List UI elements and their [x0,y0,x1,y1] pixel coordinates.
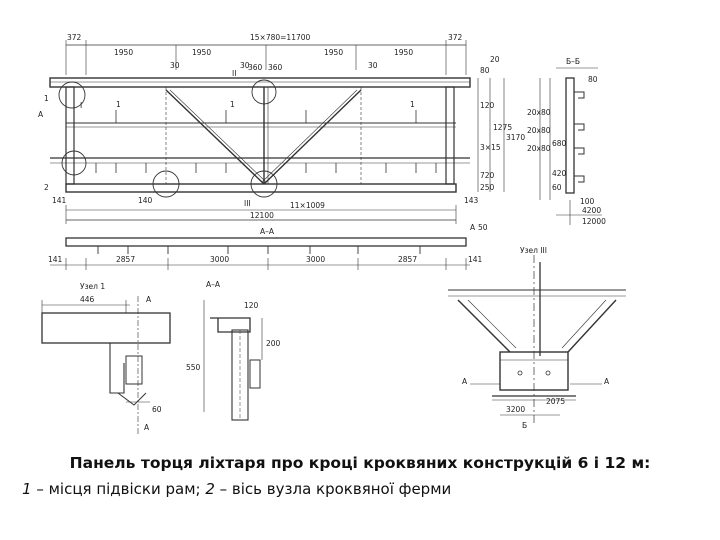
dim-offset-2: 30 [240,61,250,70]
node-3-mark-b: Б [522,421,527,430]
dim-node-2: 360 [268,63,283,72]
mark-2: 2 [44,183,49,192]
side-view-title: Б–Б [566,57,580,66]
dim-top-bay-4: 1950 [394,48,413,57]
node-1-detail [41,296,171,436]
dim-r-7: 20 [490,55,500,64]
section-dim-1: 141 [48,255,63,264]
dim-r-5: 3170 [506,133,525,142]
dim-offset-1: 30 [170,61,180,70]
side-dim-2: 20x80 [527,108,551,117]
node-1-dim-2: 60 [152,405,162,414]
dim-bottom-right: 143 [464,196,479,205]
section-a-a-labels: A–A 141 2857 3000 3000 2857 141 [48,227,483,264]
dim-bottom-overall: 12100 [250,211,274,220]
section-a-a-title: A–A [260,227,275,236]
side-dim-9: 4200 [582,206,601,215]
main-elevation [49,40,505,224]
node-2-detail [203,300,263,421]
mark-1c: 1 [230,100,235,109]
dim-r-2: 120 [480,101,495,110]
mark-node-3: III [244,199,251,208]
dim-top-overall: 15×780=11700 [250,33,311,42]
section-dim-4: 3000 [306,255,325,264]
legend-number-2: 2 [205,480,215,498]
node-1-mark-a1: A [146,295,152,304]
node-3-mark-a2: A [604,377,610,386]
section-dim-3: 3000 [210,255,229,264]
node-1-title: Узел 1 [80,282,105,291]
side-dim-7: 60 [552,183,562,192]
dim-bottom-module: 11×1009 [290,201,325,210]
section-a-a [50,237,470,270]
node-3-dim-1: 3200 [506,405,525,414]
dim-top-bay-2: 1950 [192,48,211,57]
dim-r-3: 1275 [493,123,512,132]
mark-1b: 1 [116,100,121,109]
node-2-dim-3: 200 [266,339,281,348]
side-dim-6: 420 [552,169,567,178]
dim-top-bay-1: 1950 [114,48,133,57]
side-view-labels: Б–Б 80 20x80 20x80 20x80 680 420 60 100 … [527,57,606,226]
mark-a-right: A [470,223,476,232]
mark-a-left: A [38,110,44,119]
dim-bottom-left: 141 [52,196,67,205]
mark-node-2: II [232,69,236,78]
section-dim-6: 141 [468,255,483,264]
dim-r-1: 80 [480,66,490,75]
side-dim-8: 100 [580,197,595,206]
dim-bottom-mid: 140 [138,196,153,205]
node-2-labels: А–А 120 550 200 [186,280,281,372]
node-2-dim-2: 550 [186,363,201,372]
node-3-detail [448,255,626,425]
legend-text-1: – місця підвіски рам; [31,480,206,498]
dim-r-8: 250 [480,183,495,192]
side-dim-5: 680 [552,139,567,148]
figure-caption: Панель торця ліхтаря про кроці кроквяних… [69,454,651,472]
side-dim-3: 20x80 [527,126,551,135]
mark-node-1: I [80,101,82,110]
dim-top-bay-3: 1950 [324,48,343,57]
legend-number-1: 1 [22,480,32,498]
mark-50: 50 [478,223,488,232]
dim-top-left: 372 [67,33,82,42]
node-3-title: Узел III [520,246,547,255]
node-1-dim-1: 446 [80,295,95,304]
dim-r-6: 720 [480,171,495,180]
technical-drawing: 15×780=11700 372 1950 1950 1950 1950 372… [38,33,626,436]
side-dim-4: 20x80 [527,144,551,153]
dim-top-right: 372 [448,33,463,42]
node-1-mark-a2: A [144,423,150,432]
dim-offset-3: 30 [368,61,378,70]
node-1-labels: Узел 1 446 60 A A [80,282,162,432]
dim-node-1: 360 [248,63,263,72]
dim-r-4: 3×15 [480,143,501,152]
main-elevation-labels: 15×780=11700 372 1950 1950 1950 1950 372… [38,33,525,232]
node-3-dim-2: 2075 [546,397,565,406]
node-2-dim-1: 120 [244,301,259,310]
mark-1a: 1 [44,94,49,103]
side-dim-1: 80 [588,75,598,84]
node-3-labels: Узел III 3200 2075 A A Б [462,246,610,430]
node-2-title: А–А [206,280,221,289]
mark-1d: 1 [410,100,415,109]
legend-text-2: – вісь вузла кроквяної ферми [214,480,452,498]
side-dim-10: 12000 [582,217,606,226]
side-view-b-b [539,67,602,225]
figure-legend: 1 – місця підвіски рам; 2 – вісь вузла к… [22,480,451,498]
section-dim-5: 2857 [398,255,417,264]
node-3-mark-a1: A [462,377,468,386]
section-dim-2: 2857 [116,255,135,264]
